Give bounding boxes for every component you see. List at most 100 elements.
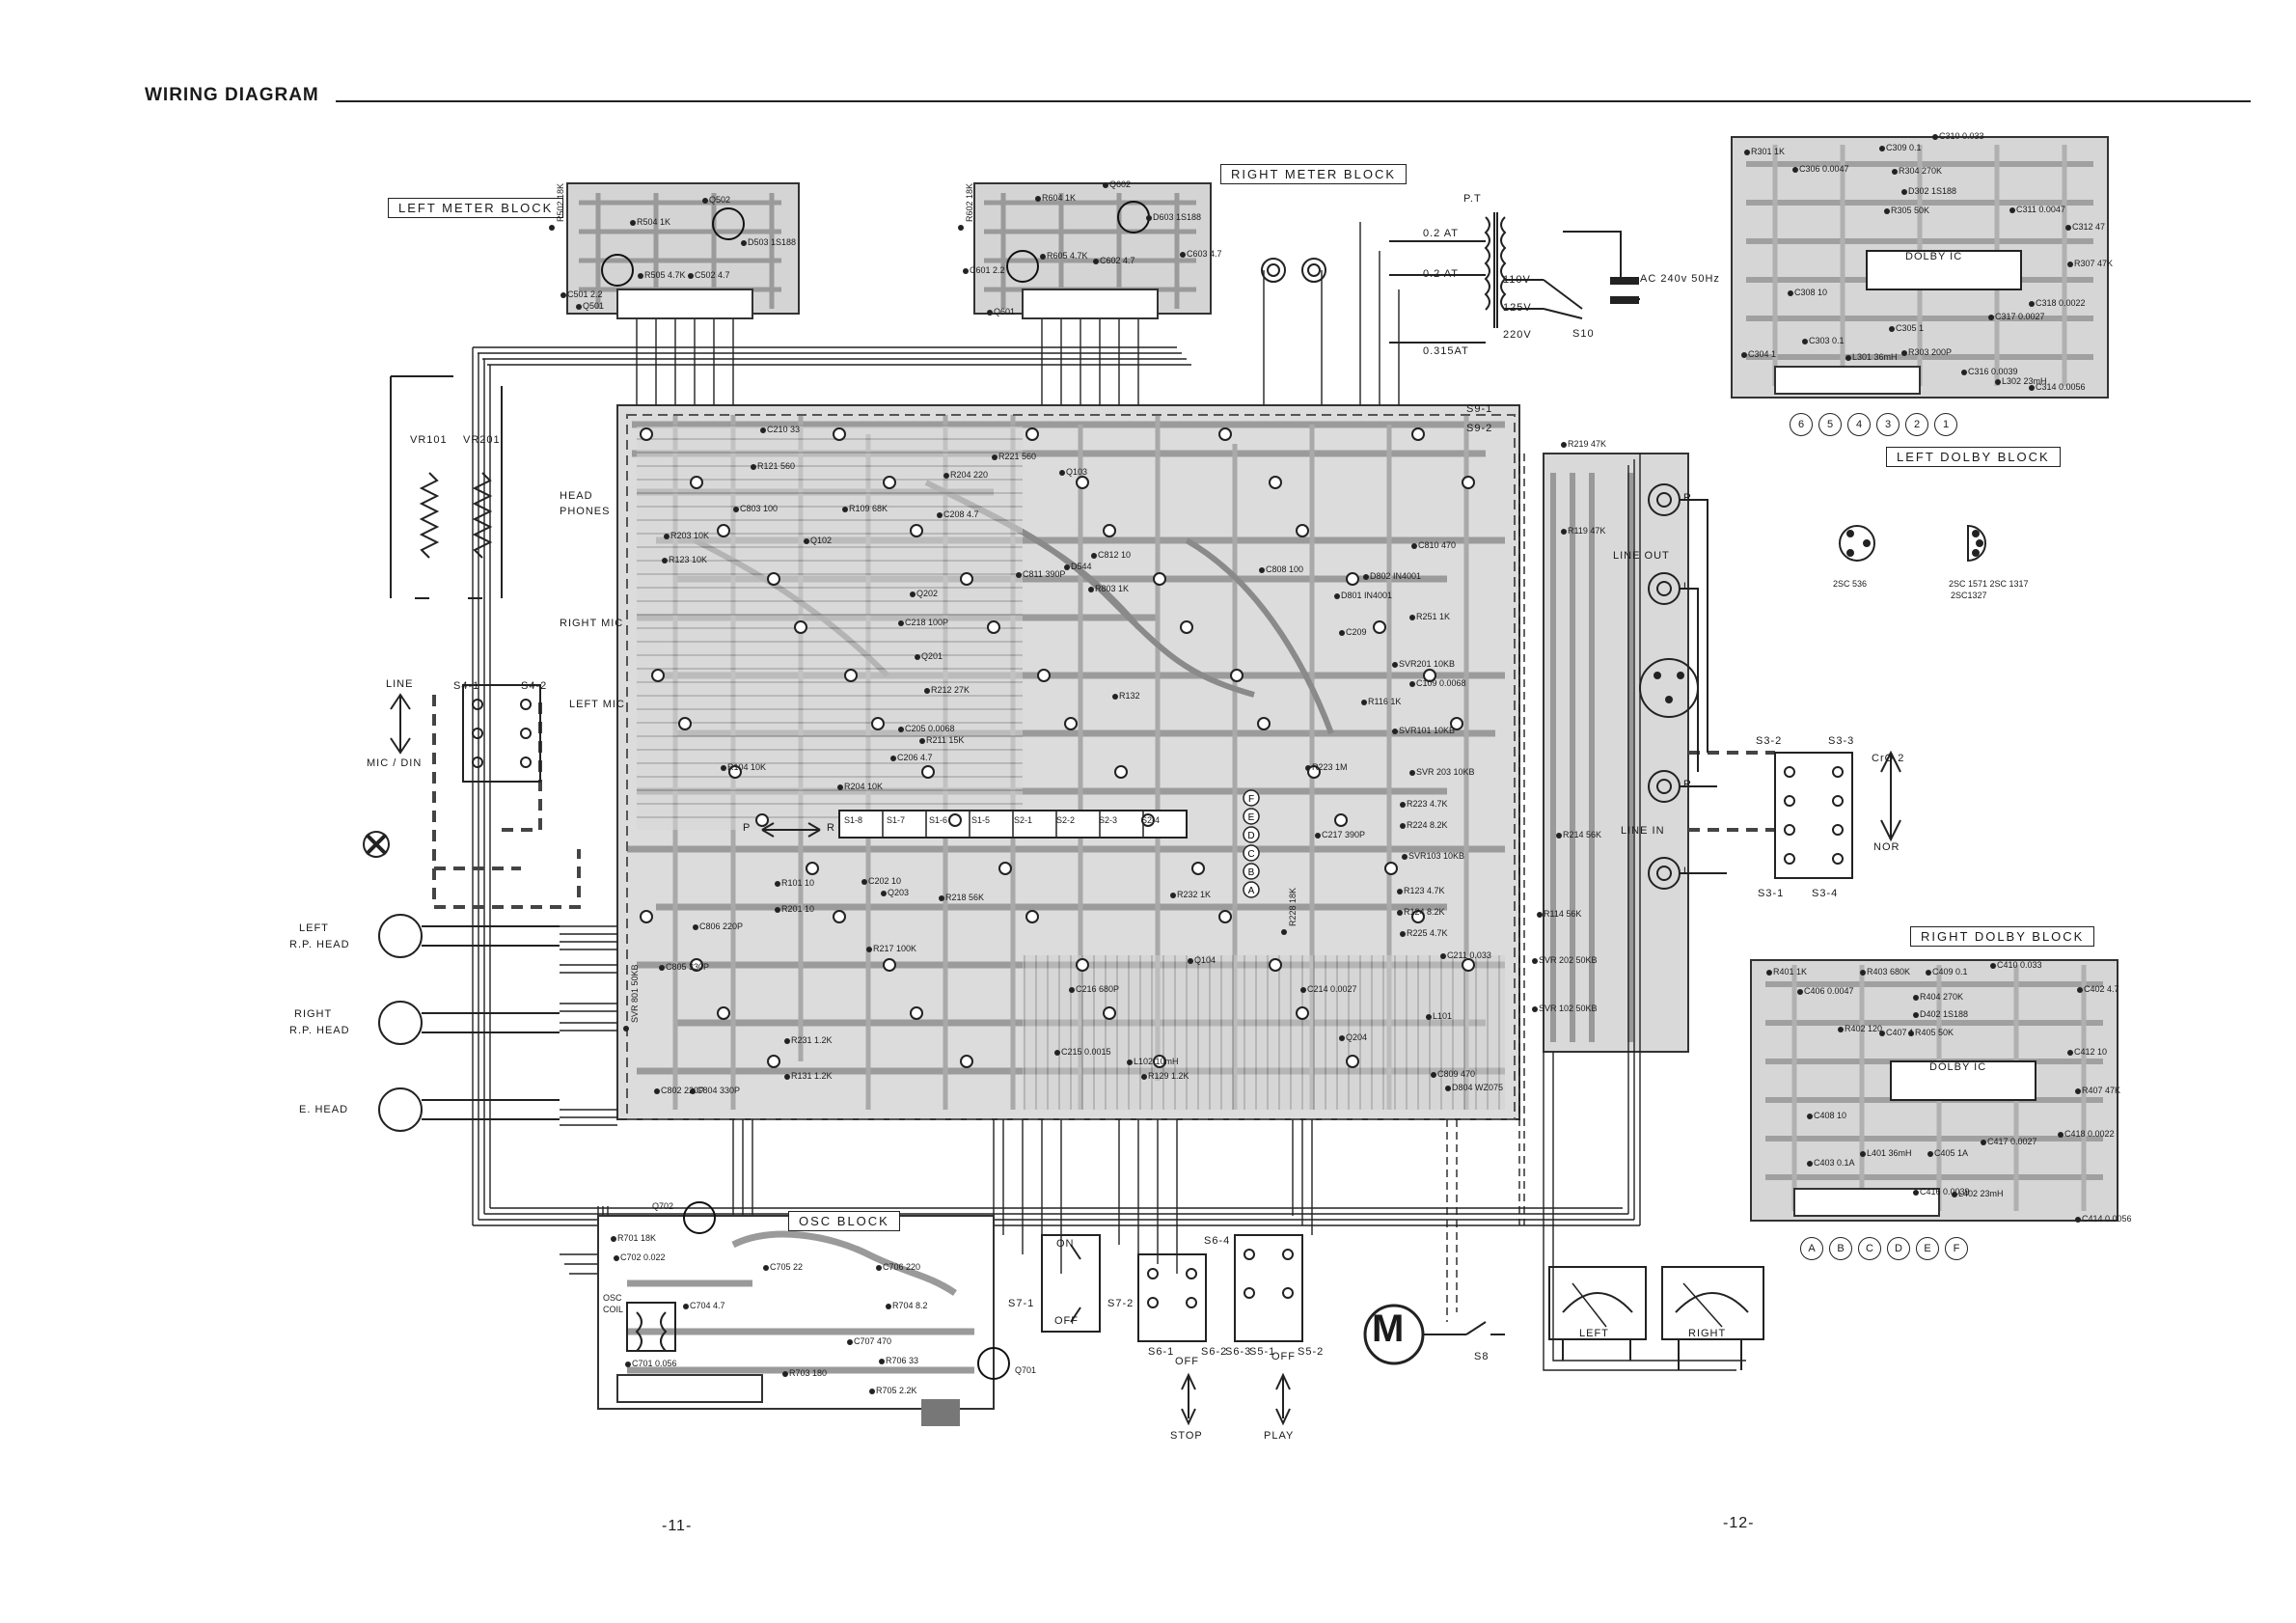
solder-pad — [611, 1236, 616, 1242]
component-label-r251: R251 1K — [1416, 612, 1451, 621]
left-dolby-block-label: LEFT DOLBY BLOCK — [1886, 447, 2061, 467]
component-label-q501: Q501 — [583, 301, 605, 311]
right-meter-pcb — [973, 182, 1212, 319]
component-label-c402: C402 4.7 — [2084, 984, 2119, 994]
component-label-r404: R404 270K — [1920, 992, 1964, 1002]
component-label-r218: R218 56K — [945, 893, 985, 902]
board-pad — [755, 813, 769, 827]
component-label-r231: R231 1.2K — [791, 1035, 833, 1045]
board-pad — [1218, 910, 1232, 923]
board-pad — [1153, 1055, 1166, 1068]
component-label-svr801: SVR 801 50KB — [630, 964, 640, 1023]
component-label-c707: C707 470 — [854, 1336, 892, 1346]
side-pin-circle — [1243, 826, 1260, 843]
component-label-c806: C806 220P — [699, 922, 744, 931]
s3-1-label: S3-1 — [1758, 888, 1785, 899]
solder-pad — [890, 756, 896, 761]
component-label-r201: R201 10 — [781, 904, 815, 914]
component-label-c210: C210 33 — [767, 425, 801, 434]
component-label-c214: C214 0.0027 — [1307, 984, 1357, 994]
solder-pad — [721, 765, 726, 771]
component-label-c803: C803 100 — [740, 504, 779, 513]
component-label-r502: R502 18K — [556, 182, 565, 222]
volume-pots — [390, 375, 503, 599]
component-label-c217: C217 390P — [1322, 830, 1366, 839]
solder-pad — [654, 1088, 660, 1094]
solder-pad — [775, 881, 780, 887]
solder-pad — [881, 891, 887, 896]
solder-pad — [576, 304, 582, 310]
solder-pad — [1766, 970, 1772, 976]
solder-pad — [1889, 326, 1895, 332]
board-pad — [717, 524, 730, 537]
component-label-r407: R407 47K — [2082, 1086, 2121, 1095]
board-pad — [1462, 958, 1475, 972]
component-label-c317: C317 0.0027 — [1995, 312, 2045, 321]
s4-1-label: S4-1 — [453, 680, 480, 692]
solder-pad — [1146, 215, 1152, 221]
ground-symbol — [363, 831, 390, 858]
solder-pad — [2065, 225, 2071, 231]
component-label-svr103: SVR103 10KB — [1408, 851, 1465, 861]
solder-pad — [1127, 1059, 1133, 1065]
board-pad — [1191, 862, 1205, 875]
play-off-label: OFF — [1271, 1351, 1296, 1362]
board-pad — [1373, 620, 1386, 634]
solder-pad — [958, 225, 964, 231]
solder-pad — [784, 1074, 790, 1080]
component-label-q103: Q103 — [1066, 467, 1088, 477]
component-label-c811: C811 390P — [1023, 569, 1066, 579]
switch-s4 — [390, 684, 541, 783]
solder-pad — [2067, 261, 2073, 267]
component-label-l101: L101 — [1433, 1011, 1453, 1021]
solder-pad — [915, 654, 920, 660]
solder-pad — [1440, 953, 1446, 959]
component-label-r211: R211 15K — [926, 735, 965, 745]
component-label-c704: C704 4.7 — [690, 1301, 725, 1310]
solder-pad — [1411, 543, 1417, 549]
solder-pad — [1884, 208, 1890, 214]
component-label-d603: D603 1S188 — [1153, 212, 1202, 222]
component-label-q102: Q102 — [810, 536, 833, 545]
component-label-r705: R705 2.2K — [876, 1386, 917, 1395]
solder-pad — [943, 473, 949, 479]
component-label-r116: R116 1K — [1368, 697, 1402, 706]
board-pad — [1334, 813, 1348, 827]
component-label-c809: C809 470 — [1437, 1069, 1476, 1079]
component-label-r104: R104 10K — [727, 762, 767, 772]
component-label-r132: R132 — [1119, 691, 1140, 701]
component-label-r402: R402 120 — [1845, 1024, 1883, 1033]
cro2-label: CrO 2 — [1872, 753, 1905, 764]
solder-pad — [693, 924, 698, 930]
s5-2-label: S5-2 — [1298, 1346, 1325, 1358]
component-label-c403: C403 0.1A — [1814, 1158, 1855, 1168]
s3-3-label: S3-3 — [1828, 735, 1855, 747]
solder-pad — [1908, 1031, 1914, 1036]
component-label-r228: R228 18K — [1288, 887, 1298, 926]
solder-pad — [1400, 802, 1406, 808]
right-meter-label: RIGHT — [1688, 1328, 1727, 1339]
solder-pad — [623, 1026, 629, 1032]
solder-pad — [1913, 1012, 1919, 1018]
solder-pad — [2058, 1132, 2064, 1138]
component-marks — [549, 134, 2083, 1394]
pin-dolby_pins_left-1: 5 — [1818, 413, 1842, 436]
board-pad — [1257, 717, 1271, 730]
component-label-r203: R203 10K — [670, 531, 710, 540]
solder-pad — [1409, 681, 1415, 687]
solder-pad — [1913, 995, 1919, 1001]
power-transformer — [1261, 212, 1640, 344]
solder-pad — [1901, 350, 1907, 356]
board-pad — [1296, 1006, 1309, 1020]
r-label: R — [827, 822, 835, 834]
component-label-c305: C305 1 — [1896, 323, 1925, 333]
page-number-right: -12- — [1723, 1515, 1755, 1531]
line-in-r-label: R — [1683, 779, 1692, 790]
solder-pad — [664, 534, 670, 539]
solder-pad — [2029, 385, 2035, 391]
osc-pcb — [597, 1201, 1010, 1426]
solder-pad — [659, 965, 665, 971]
board-pad — [1346, 572, 1359, 586]
